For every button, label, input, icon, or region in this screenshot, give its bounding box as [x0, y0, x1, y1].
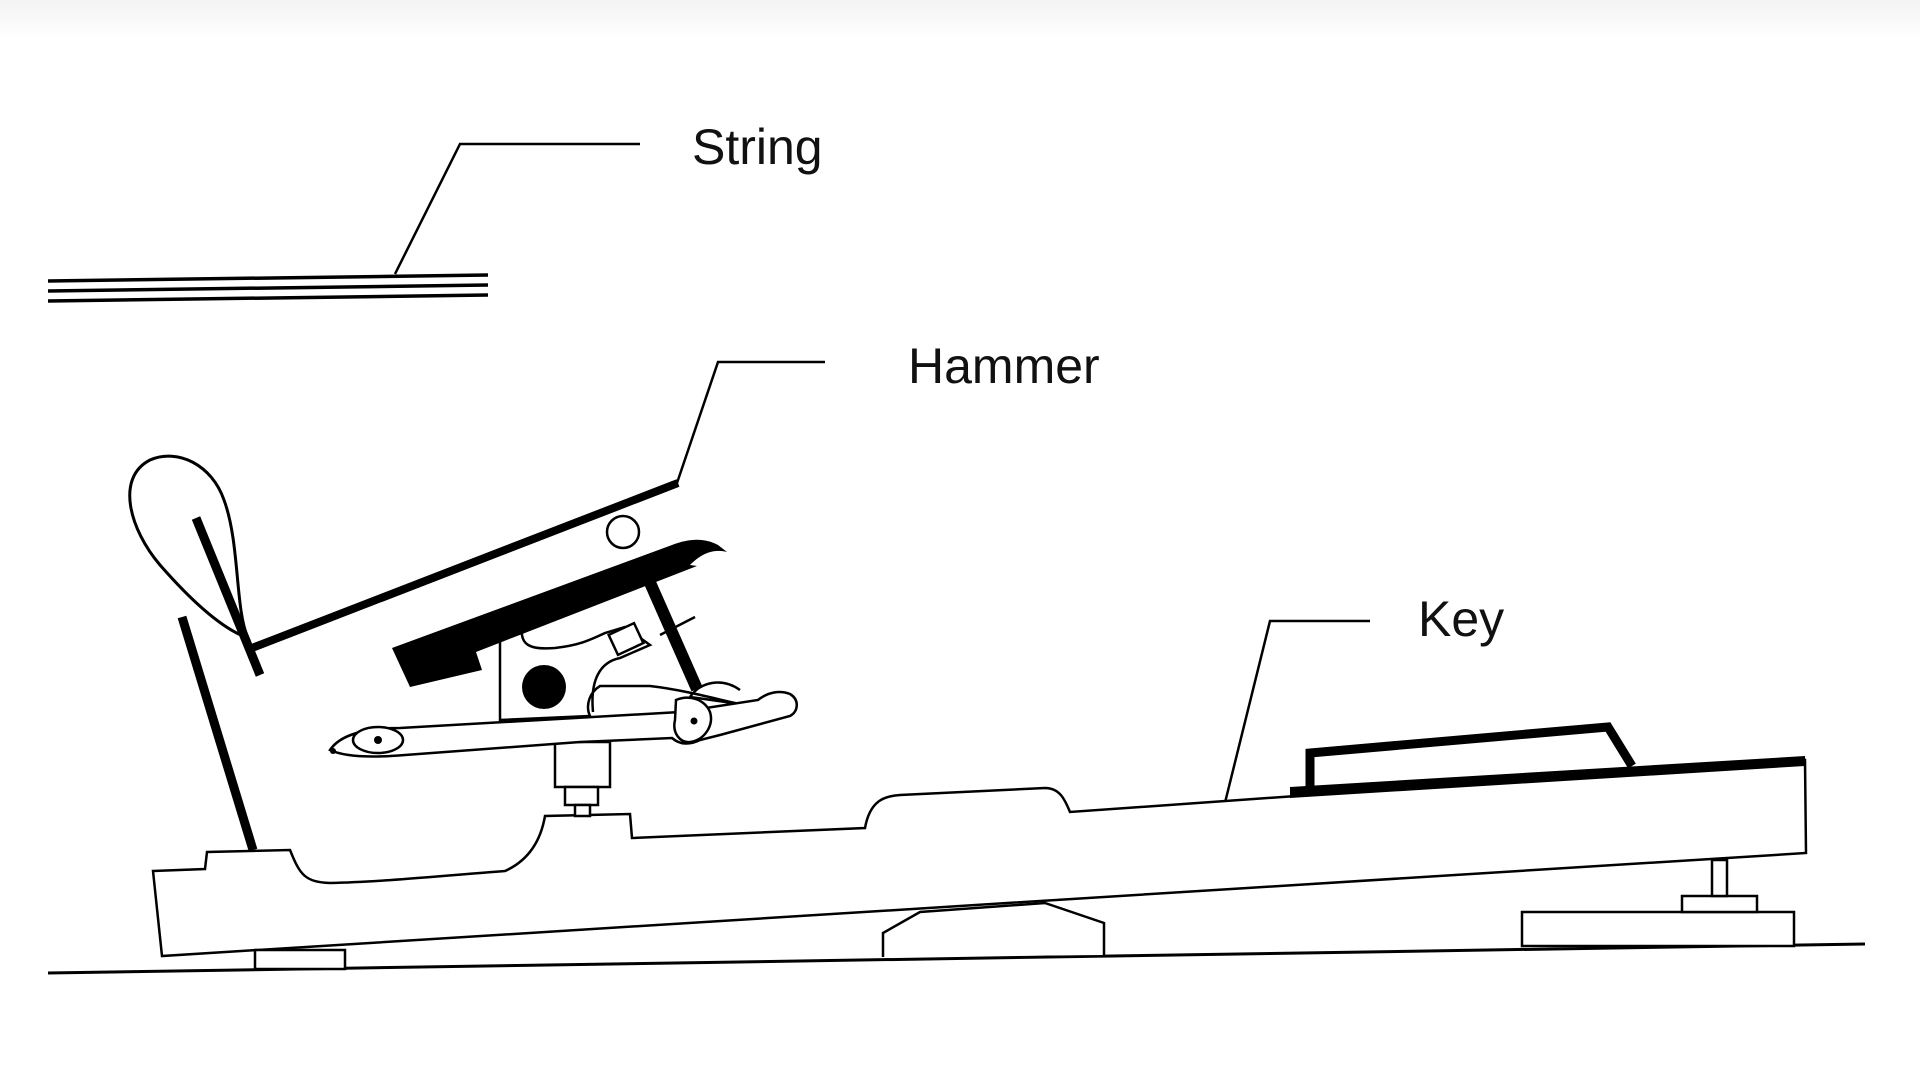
front-rail-block — [1520, 910, 1796, 948]
hammer-label: Hammer — [908, 338, 1100, 394]
wippen-flange-pivot — [522, 665, 566, 709]
wippen-tip-dot — [330, 748, 336, 754]
repetition-lever — [392, 539, 727, 687]
strings — [47, 273, 489, 303]
wippen-body — [498, 633, 741, 722]
hammer-shank-inner — [191, 516, 265, 677]
jack-spring — [659, 615, 696, 637]
capstan-body — [553, 740, 612, 789]
capstan-nut — [573, 803, 592, 818]
balance-rail — [881, 901, 1106, 957]
string-leader-line — [393, 142, 640, 275]
front-rail-pin — [1710, 858, 1729, 898]
repetition-spring-block — [607, 621, 645, 657]
hammer-head — [128, 454, 251, 641]
wippen-pivot-dot — [374, 736, 382, 744]
back-rail-foot — [253, 948, 347, 971]
capstan-screw — [563, 785, 600, 807]
key-bed-line — [47, 942, 1866, 975]
hammer-rest-roller — [605, 514, 641, 550]
jack — [634, 557, 703, 692]
key-label: Key — [1418, 591, 1505, 647]
string-label: String — [692, 119, 823, 175]
key-top-cap — [1290, 756, 1805, 798]
wippen-bracket — [520, 625, 653, 713]
key-leader-line — [1213, 619, 1370, 844]
key-front-rail — [1305, 722, 1636, 787]
damper-lever — [177, 615, 258, 852]
front-rail-pin-base — [1680, 894, 1759, 914]
hammer-shank — [250, 479, 680, 652]
jack-heel-pivot — [690, 717, 698, 725]
hammer-leader-line — [675, 360, 825, 484]
key-body — [151, 758, 1808, 958]
